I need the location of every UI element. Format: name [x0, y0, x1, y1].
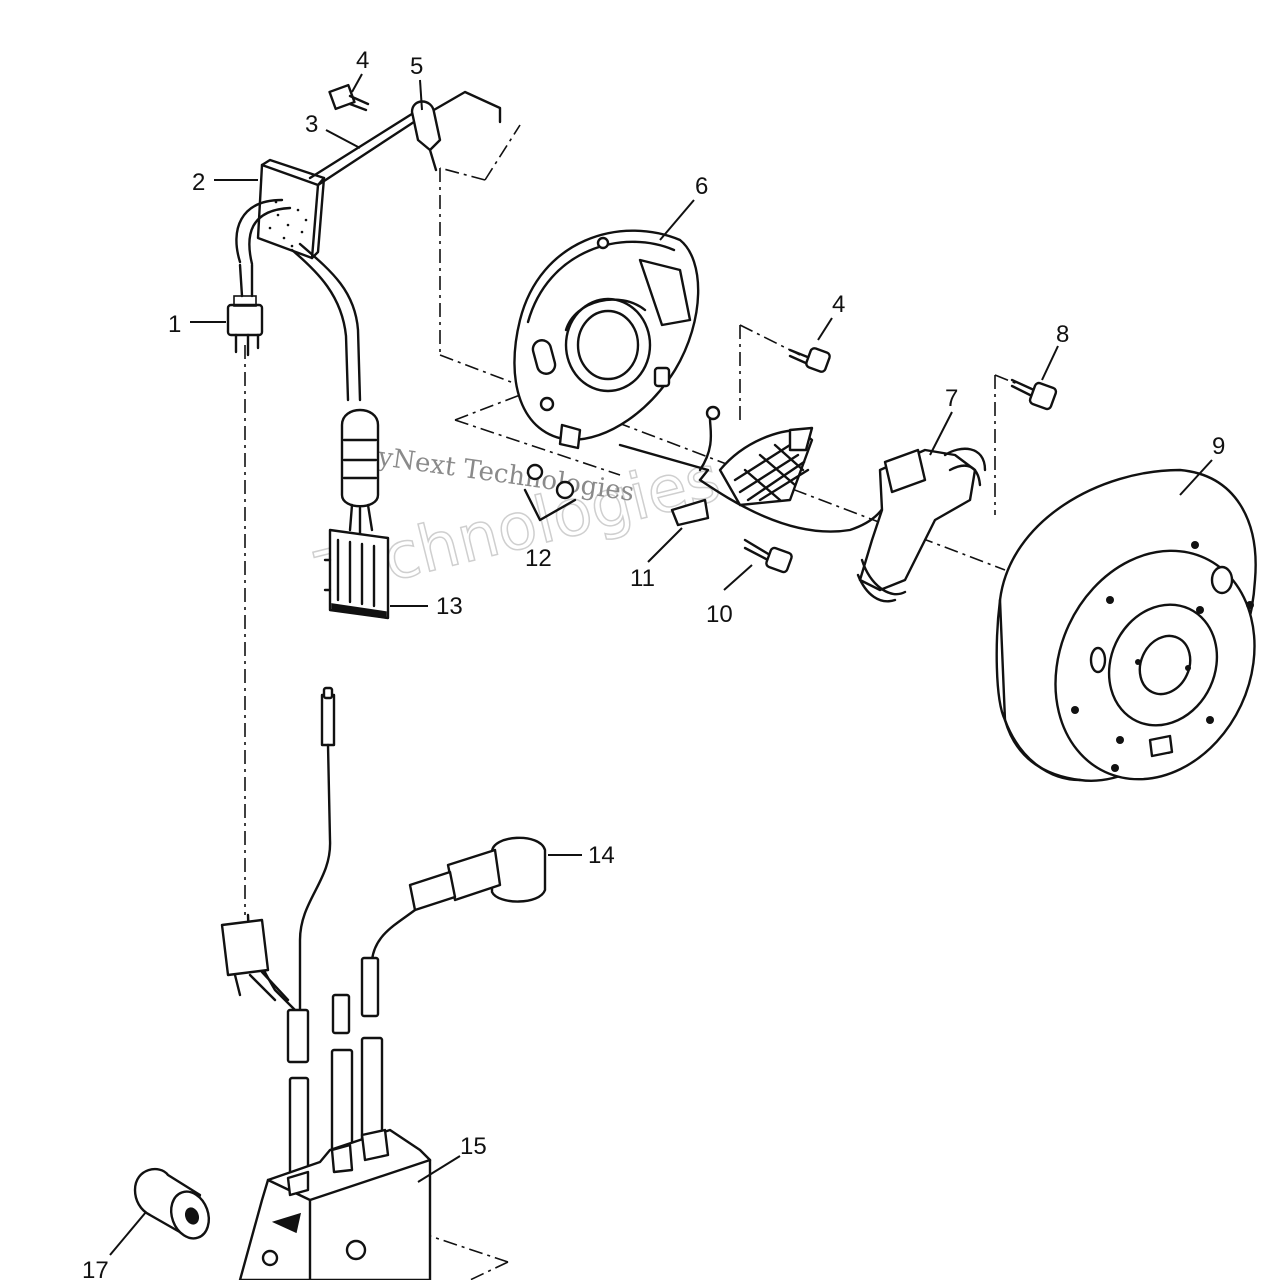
callout-15: 15	[460, 1133, 487, 1160]
callout-12: 12	[525, 545, 552, 572]
lower-harness	[220, 686, 336, 1064]
leader-lines	[109, 73, 1213, 1256]
part-5-clamp	[410, 100, 442, 172]
callout-14: 14	[588, 842, 615, 869]
part-7-lighting-coil	[856, 447, 987, 603]
callout-3: 3	[305, 111, 318, 138]
part-14-spark-plug-cap	[370, 836, 547, 962]
part-8-screw	[1010, 378, 1058, 411]
part-1-connector	[226, 263, 264, 357]
callout-6: 6	[695, 173, 708, 200]
callout-2: 2	[192, 169, 205, 196]
callout-1: 1	[168, 311, 181, 338]
part-13-connector-block	[323, 528, 390, 620]
part-6-stator-plate	[513, 229, 700, 442]
charge-coil	[718, 426, 814, 507]
callout-11: 11	[630, 565, 655, 592]
callout-10: 10	[706, 601, 733, 628]
wire-harness	[340, 408, 380, 537]
callout-9: 9	[1212, 433, 1225, 460]
part-4-screw-middle	[788, 347, 831, 373]
part-15-ignition-coil	[238, 1128, 432, 1280]
part-17-spacer	[133, 1167, 211, 1240]
part-10-screw	[743, 538, 793, 574]
callout-5: 5	[410, 53, 423, 80]
part-11-pickup-coil	[618, 405, 892, 533]
part-9-flywheel	[995, 468, 1257, 782]
callout-17: 17	[82, 1257, 109, 1280]
callout-7: 7	[945, 385, 958, 412]
part-4-screw-upper	[328, 83, 370, 112]
callout-4-middle: 4	[832, 291, 845, 318]
callout-13: 13	[436, 593, 463, 620]
part-12-grommets	[523, 423, 582, 522]
part-3-cable	[235, 90, 502, 402]
callout-labels: 1 2 3 4 4 5 6 7 8 9 10 11 12 13 14 15 17	[82, 47, 1225, 1280]
callout-4-upper: 4	[356, 47, 369, 74]
callout-8: 8	[1056, 321, 1069, 348]
